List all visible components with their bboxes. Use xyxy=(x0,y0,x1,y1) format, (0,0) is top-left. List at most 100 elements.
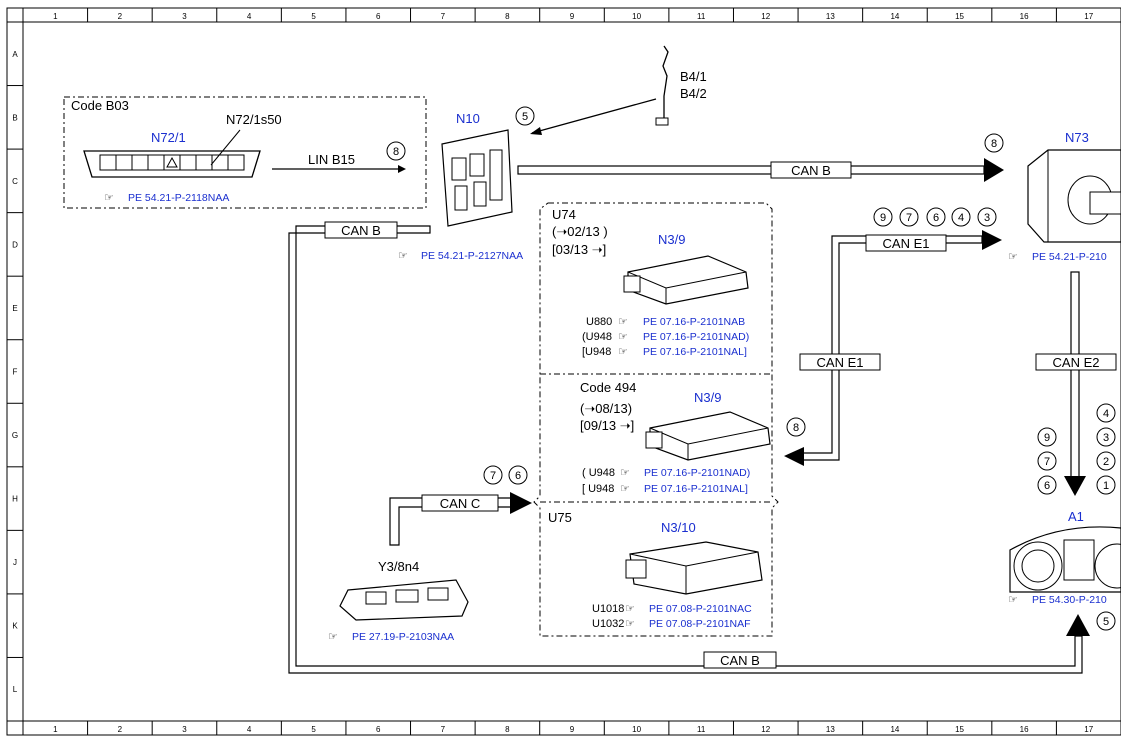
n3-9a-ecu xyxy=(623,255,749,305)
u75-label: U75 xyxy=(548,510,572,525)
can-e1-top-label: CAN E1 xyxy=(883,236,930,251)
u74-date2: [03/13 ➝] xyxy=(552,242,606,257)
u74-ref-1[interactable]: PE 07.16-P-2101NAB xyxy=(643,316,745,328)
grid-row-D: D xyxy=(12,240,18,249)
b4-marker: 5 xyxy=(522,111,528,123)
b4-1-label: B4/1 xyxy=(680,69,707,84)
svg-text:( U948: ( U948 xyxy=(582,467,615,479)
grid-col-4-bottom: 4 xyxy=(247,725,252,734)
grid-col-3-bottom: 3 xyxy=(182,725,187,734)
a1-instrument-cluster xyxy=(1009,526,1121,593)
lin-b15-label: LIN B15 xyxy=(308,152,355,167)
n3-9b-ecu xyxy=(645,411,771,461)
grid-col-3-top: 3 xyxy=(182,12,187,21)
b4-sensor xyxy=(655,45,669,126)
u74-label: U74 xyxy=(552,207,576,222)
n73-ref-link[interactable]: ☞ PE 54.21-P-210 xyxy=(1008,251,1107,263)
svg-text:U1018: U1018 xyxy=(592,603,624,615)
svg-text:☞: ☞ xyxy=(398,250,408,262)
can-e2-label: CAN E2 xyxy=(1053,355,1100,370)
n3-10-label: N3/10 xyxy=(661,520,696,535)
n10-label: N10 xyxy=(456,111,480,126)
e1-n3-marker: 8 xyxy=(793,422,799,434)
grid-row-J: J xyxy=(13,558,17,567)
a1-bottom-marker: 5 xyxy=(1103,616,1109,628)
svg-text:☞: ☞ xyxy=(328,631,338,643)
c494-ref-list: ( U948 ☞ PE 07.16-P-2101NAD) [ U948 ☞ PE… xyxy=(582,467,750,495)
y3-8n4-label: Y3/8n4 xyxy=(378,559,419,574)
grid-column-labels: 1122334455667788991010111112121313141415… xyxy=(22,8,1094,735)
can-c-label: CAN C xyxy=(440,496,480,511)
u75-ref-list: U1018 ☞ PE 07.08-P-2101NAC U1032 ☞ PE 07… xyxy=(592,603,752,630)
n73-ref: PE 54.21-P-210 xyxy=(1032,251,1107,263)
code-b03-label: Code B03 xyxy=(71,98,129,113)
grid-row-F: F xyxy=(13,368,18,377)
lin-marker-circle xyxy=(386,141,406,161)
grid-row-B: B xyxy=(12,113,17,122)
u74-ref-3[interactable]: PE 07.16-P-2101NAL] xyxy=(643,346,747,358)
svg-text:7: 7 xyxy=(490,470,496,482)
grid-col-14-top: 14 xyxy=(890,12,899,21)
n72-1-switch-panel xyxy=(83,129,261,178)
svg-text:4: 4 xyxy=(958,212,964,224)
grid-col-6-top: 6 xyxy=(376,12,381,21)
svg-text:3: 3 xyxy=(984,212,990,224)
can-b-top-label: CAN B xyxy=(791,163,831,178)
grid-col-5-bottom: 5 xyxy=(311,725,316,734)
grid-col-15-top: 15 xyxy=(955,12,964,21)
n73-ignition-lock xyxy=(1027,149,1121,243)
grid-col-11-top: 11 xyxy=(697,12,706,21)
u74-ref-2[interactable]: PE 07.16-P-2101NAD) xyxy=(643,331,749,343)
e2-right-markers: 4 3 2 1 xyxy=(1096,403,1116,495)
u75-ref-1[interactable]: PE 07.08-P-2101NAC xyxy=(649,603,752,615)
grid-col-6-bottom: 6 xyxy=(376,725,381,734)
grid-col-12-bottom: 12 xyxy=(761,725,770,734)
svg-text:U1032: U1032 xyxy=(592,618,624,630)
c494-ref-1[interactable]: PE 07.16-P-2101NAD) xyxy=(644,467,750,479)
grid-row-A: A xyxy=(12,50,18,59)
grid-col-11-bottom: 11 xyxy=(697,725,706,734)
u75-ref-2[interactable]: PE 07.08-P-2101NAF xyxy=(649,618,751,630)
grid-col-5-top: 5 xyxy=(311,12,316,21)
grid-col-2-top: 2 xyxy=(118,12,123,21)
c494-ref-2[interactable]: PE 07.16-P-2101NAL] xyxy=(644,483,748,495)
grid-row-K: K xyxy=(12,622,18,631)
svg-text:6: 6 xyxy=(1044,480,1050,492)
svg-text:9: 9 xyxy=(1044,432,1050,444)
svg-text:6: 6 xyxy=(933,212,939,224)
grid-row-G: G xyxy=(12,431,18,440)
c494-date1: (➝08/13) xyxy=(580,401,632,416)
can-c-markers: 7 6 xyxy=(483,465,528,485)
grid-col-17-top: 17 xyxy=(1084,12,1093,21)
u74-ref-list: U880 ☞ PE 07.16-P-2101NAB (U948 ☞ PE 07.… xyxy=(582,316,749,358)
grid-col-10-top: 10 xyxy=(632,12,641,21)
grid-col-16-bottom: 16 xyxy=(1020,725,1029,734)
svg-text:9: 9 xyxy=(880,212,886,224)
can-b-left-label: CAN B xyxy=(341,223,381,238)
n72-ref-link[interactable]: ☞ PE 54.21-P-2118NAA xyxy=(104,192,229,204)
grid-col-13-bottom: 13 xyxy=(826,725,835,734)
grid-col-17-bottom: 17 xyxy=(1084,725,1093,734)
svg-text:4: 4 xyxy=(1103,408,1109,420)
a1-ref-link[interactable]: ☞ PE 54.30-P-210 xyxy=(1008,594,1107,606)
n73-label: N73 xyxy=(1065,130,1089,145)
n10-ref-link[interactable]: ☞ PE 54.21-P-2127NAA xyxy=(398,250,523,262)
n3-10-ecu xyxy=(625,541,763,595)
a1-ref: PE 54.30-P-210 xyxy=(1032,594,1107,606)
e2-left-markers: 9 7 6 xyxy=(1037,427,1057,495)
svg-text:☞: ☞ xyxy=(618,346,628,358)
grid-col-1-bottom: 1 xyxy=(53,725,58,734)
n3-9b-label: N3/9 xyxy=(694,390,721,405)
e1-top-markers: 9 7 6 4 3 xyxy=(873,207,997,227)
svg-text:2: 2 xyxy=(1103,456,1109,468)
svg-text:[ U948: [ U948 xyxy=(582,483,614,495)
svg-text:U880: U880 xyxy=(586,316,612,328)
u74-date1: (➝02/13 ) xyxy=(552,224,608,239)
grid-col-9-bottom: 9 xyxy=(570,725,575,734)
grid-col-15-bottom: 15 xyxy=(955,725,964,734)
code-b03-group xyxy=(63,96,427,209)
y3-ref-link[interactable]: ☞ PE 27.19-P-2103NAA xyxy=(328,631,454,643)
grid-row-H: H xyxy=(12,495,18,504)
code-494-label: Code 494 xyxy=(580,380,636,395)
